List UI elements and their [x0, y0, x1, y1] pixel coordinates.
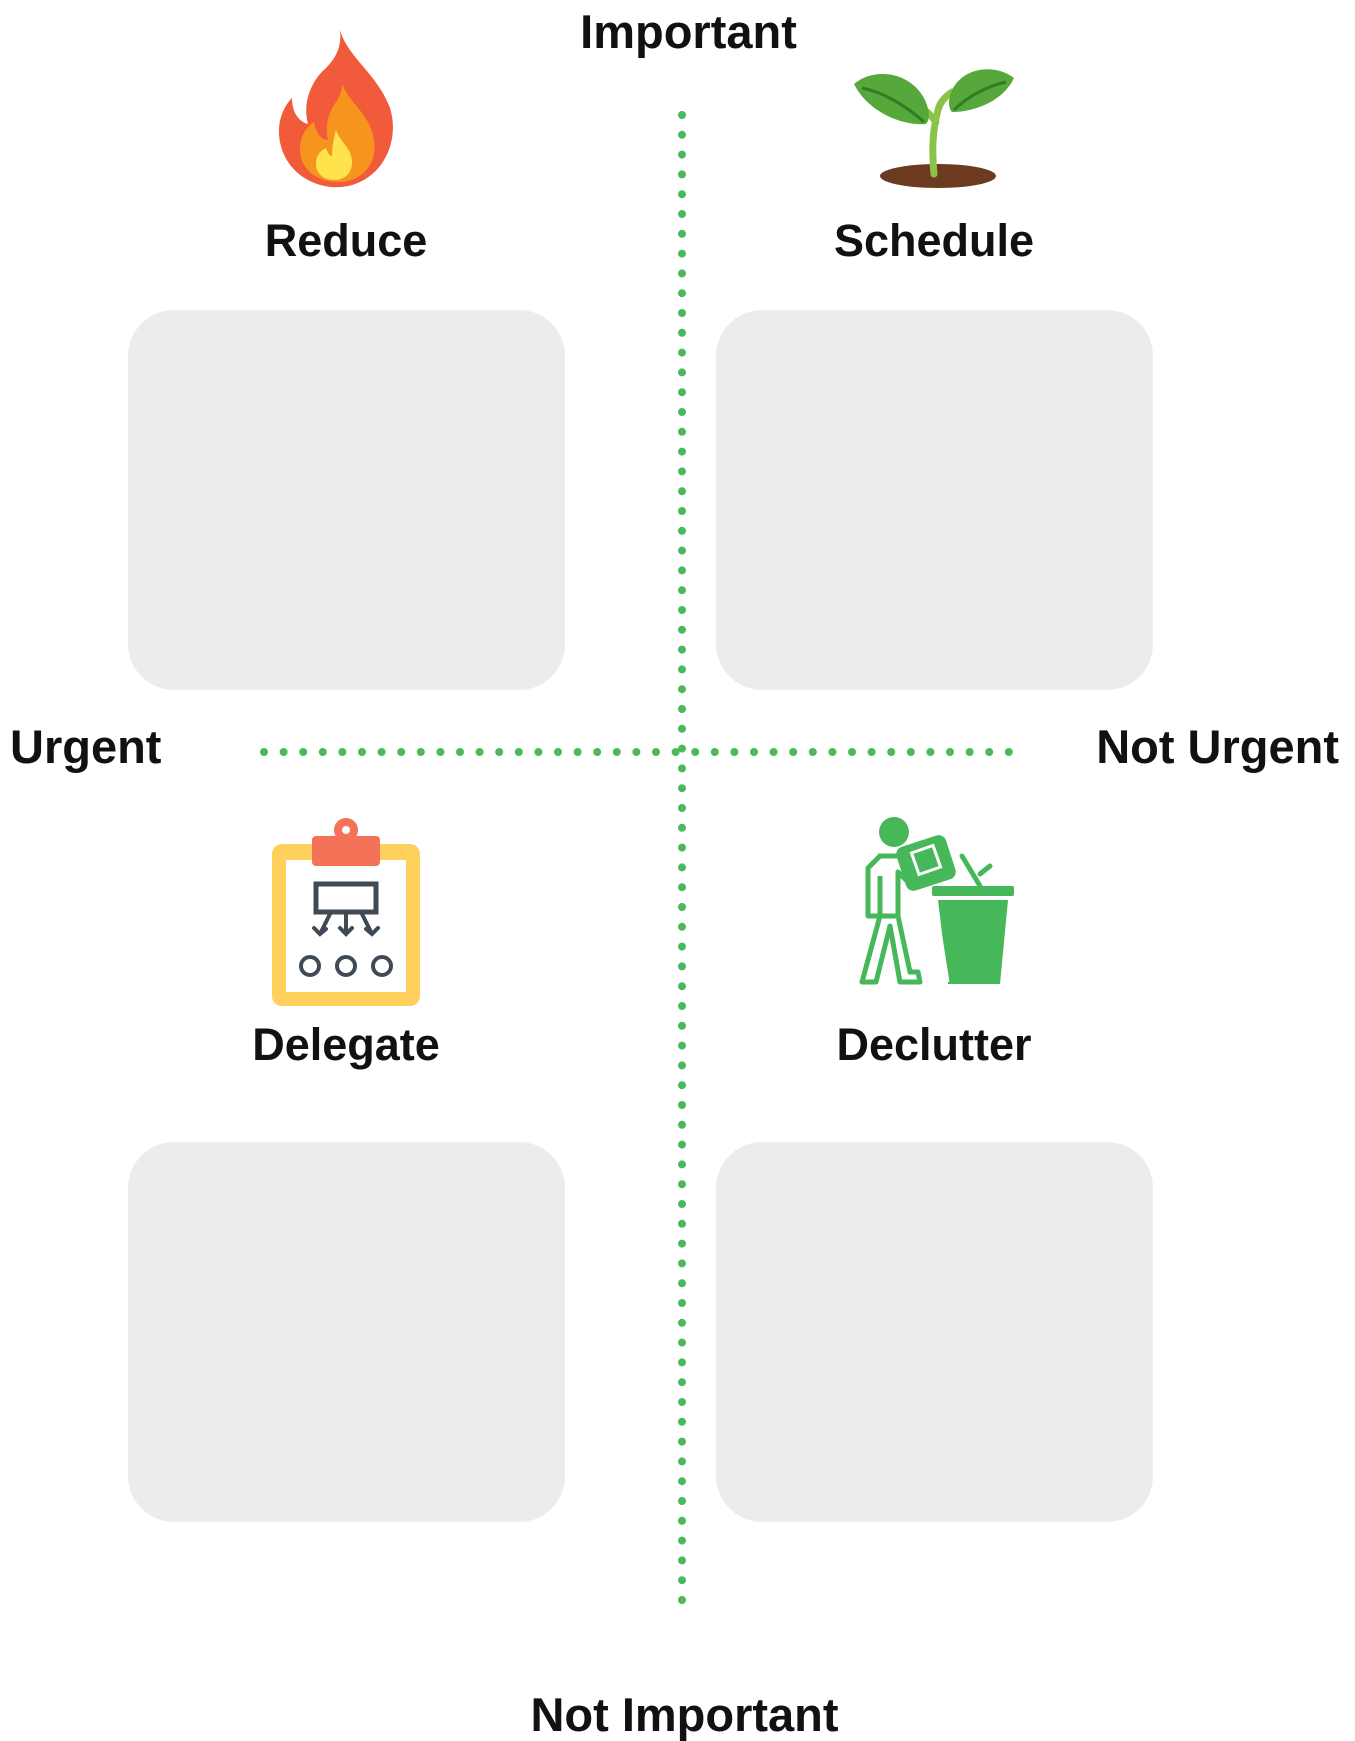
axis-label-not-urgent: Not Urgent: [1096, 720, 1339, 773]
quadrant-title-schedule: Schedule: [833, 215, 1035, 266]
quadrant-box-schedule[interactable]: [716, 310, 1153, 690]
quadrant-title-reduce: Reduce: [264, 215, 428, 266]
axis-label-urgent: Urgent: [10, 720, 162, 773]
quadrant-box-reduce[interactable]: [128, 310, 565, 690]
axis-label-important: Important: [580, 5, 797, 58]
quadrant-title-delegate: Delegate: [252, 1019, 440, 1070]
clipboard-flowchart-icon: [268, 816, 424, 1015]
quadrant-box-declutter[interactable]: [716, 1142, 1153, 1522]
sprout-icon: [852, 62, 1016, 195]
fire-icon: [278, 28, 394, 193]
axis-label-not-important: Not Important: [530, 1688, 839, 1741]
quadrant-title-declutter: Declutter: [836, 1019, 1032, 1070]
quadrant-box-delegate[interactable]: [128, 1142, 565, 1522]
person-trash-bin-icon: [854, 816, 1014, 993]
